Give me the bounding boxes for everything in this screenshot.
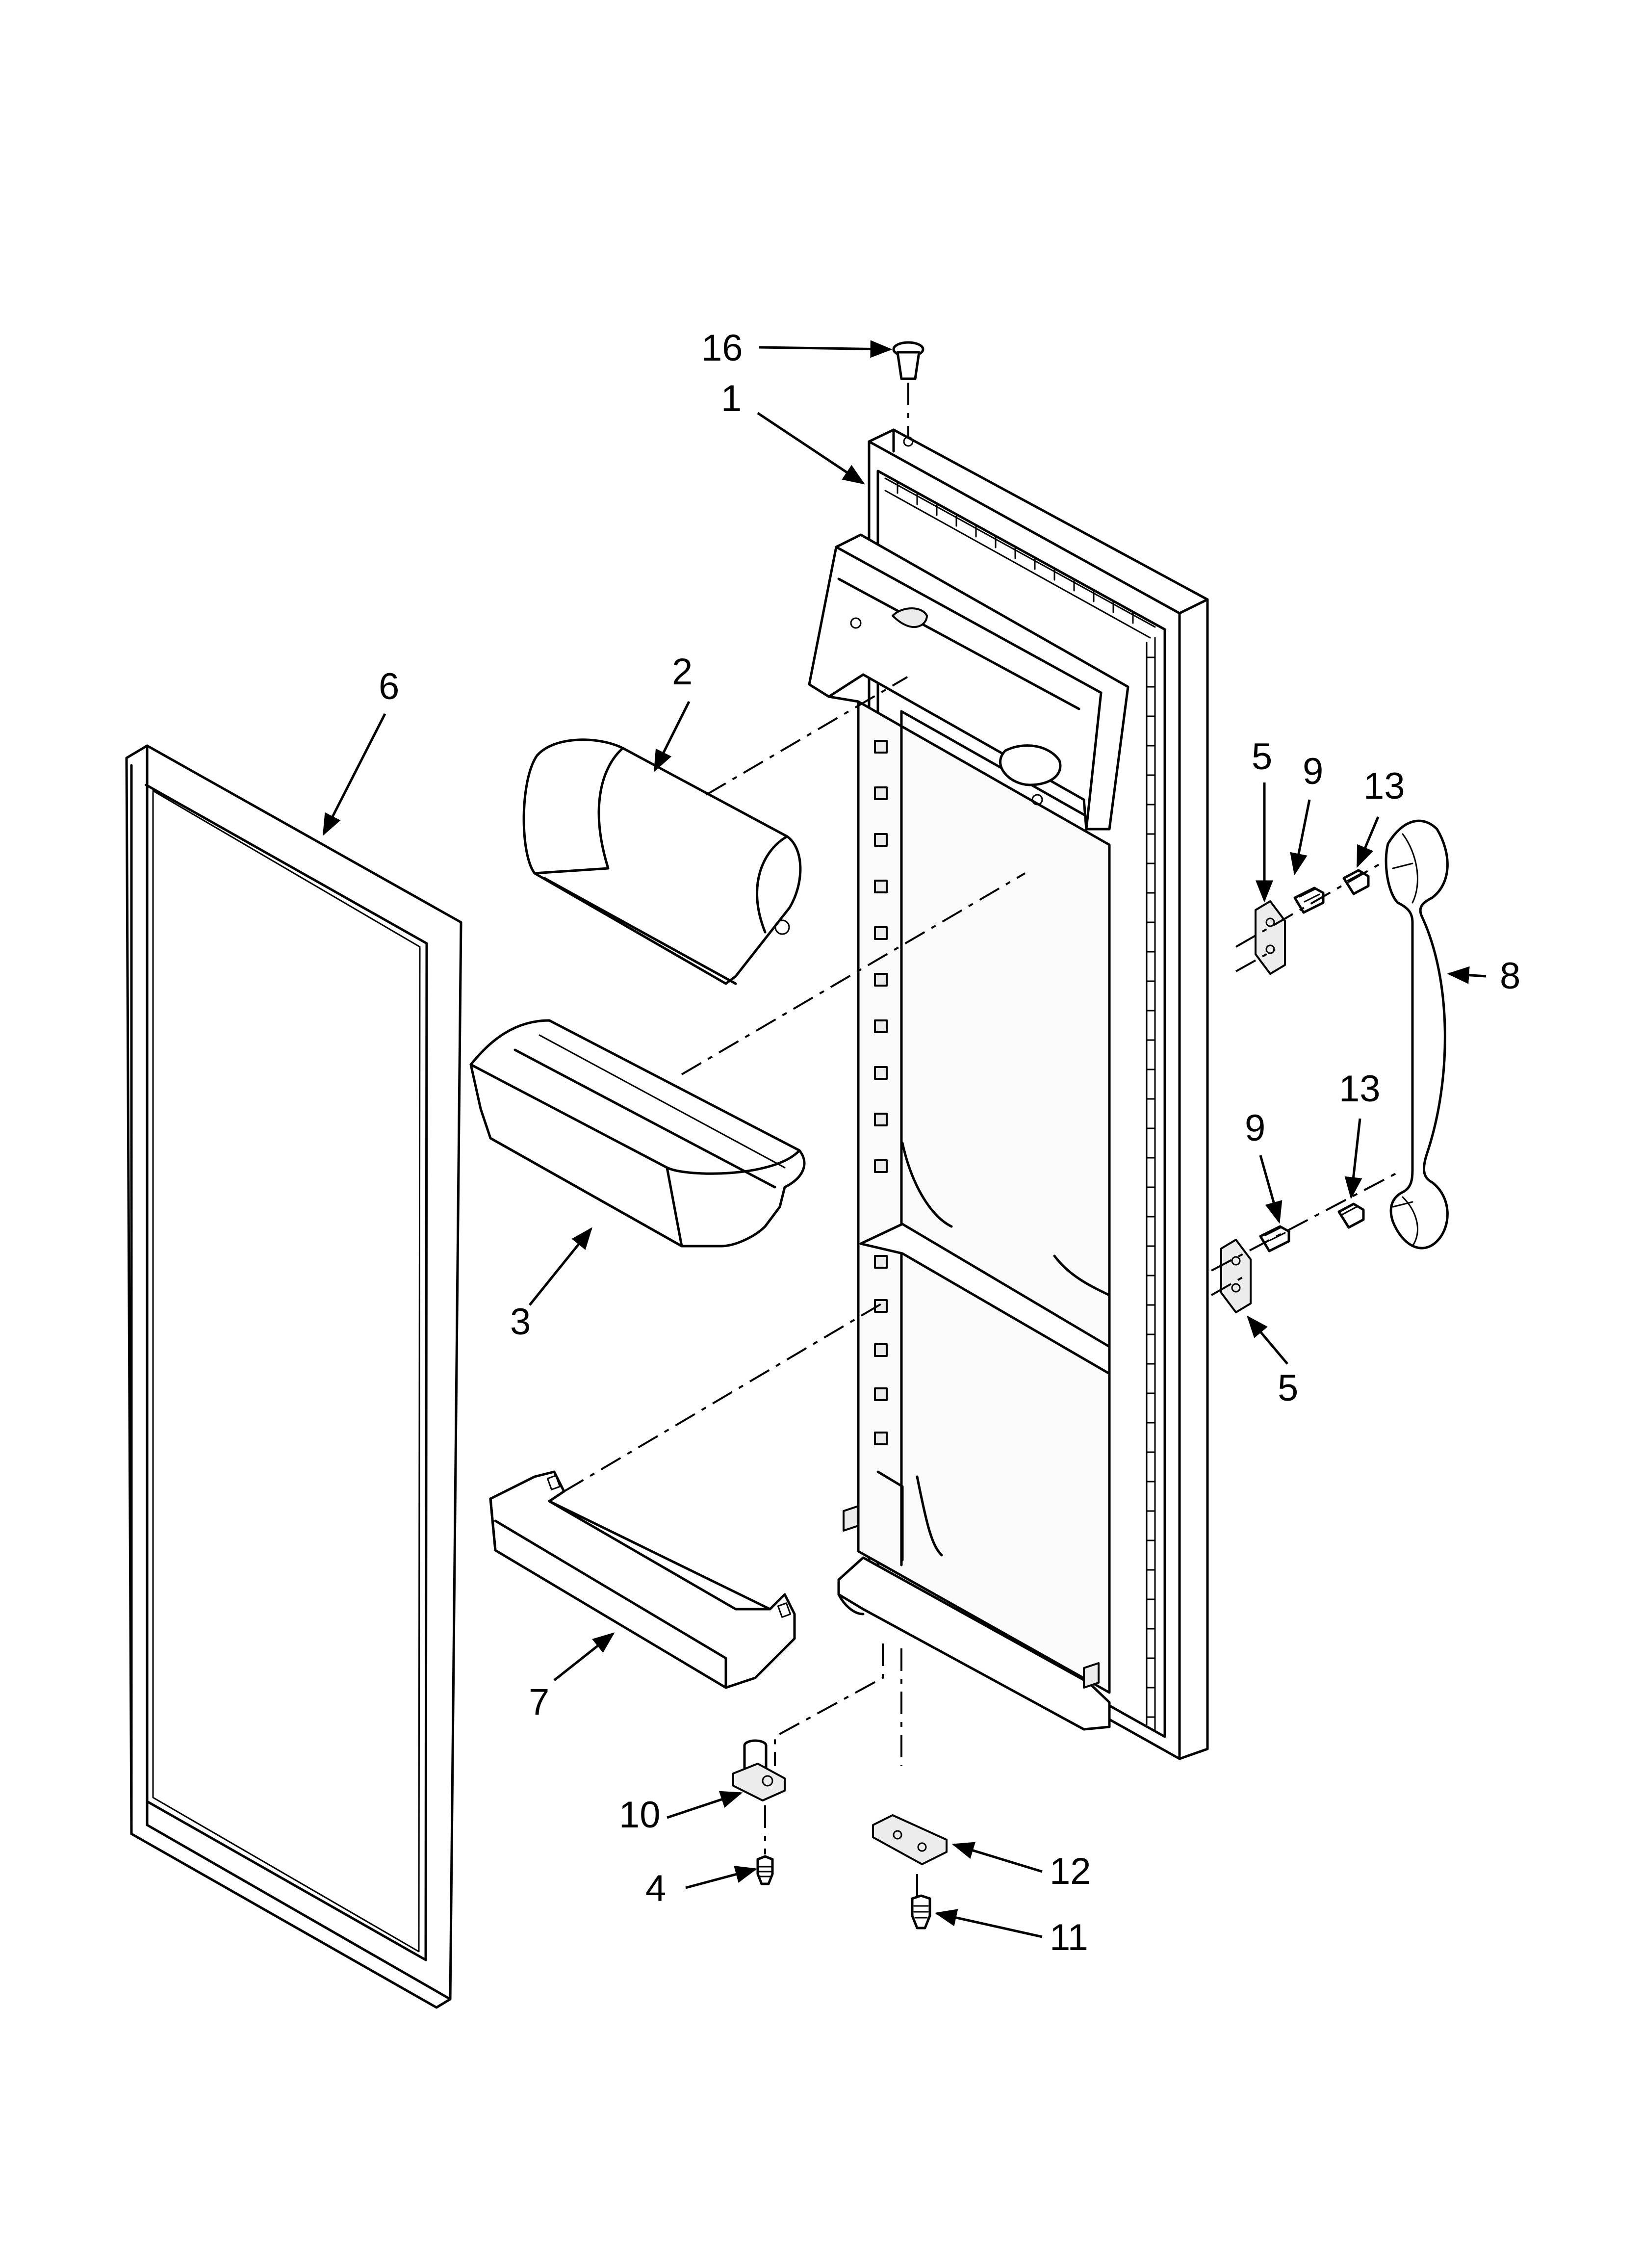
callout-11: 11	[1050, 1917, 1088, 1958]
callout-9-upper: 9	[1303, 751, 1323, 792]
callout-6: 6	[379, 666, 399, 707]
callout-8: 8	[1500, 955, 1520, 997]
callout-12: 12	[1050, 1851, 1091, 1892]
callout-9-lower: 9	[1245, 1107, 1265, 1149]
callout-16: 16	[701, 327, 743, 369]
gasket-serration	[897, 482, 1155, 1718]
callout-5-lower: 5	[1278, 1367, 1298, 1409]
leader-arrows	[322, 340, 1487, 1938]
callout-10: 10	[619, 1794, 661, 1836]
callout-5-upper: 5	[1252, 736, 1272, 778]
callout-3: 3	[510, 1301, 531, 1343]
door-bin-cover	[522, 676, 908, 985]
door-handle	[1385, 819, 1449, 1250]
callout-2: 2	[672, 651, 693, 693]
callout-13-upper: 13	[1363, 765, 1405, 807]
shelf-tabs	[874, 740, 888, 1445]
bottom-door-bin	[489, 1299, 889, 1689]
callout-7: 7	[529, 1681, 549, 1723]
handle-hardware-upper	[1235, 853, 1398, 975]
plug	[892, 341, 924, 447]
handle-hardware-lower	[1211, 1172, 1398, 1313]
callout-4: 4	[645, 1868, 666, 1909]
door-bin	[469, 872, 1026, 1248]
door-assembly	[808, 428, 1209, 1760]
door-gasket	[125, 744, 462, 2009]
callout-1: 1	[721, 378, 742, 419]
hinge-hardware	[732, 1643, 948, 1929]
callout-13-lower: 13	[1339, 1068, 1381, 1110]
